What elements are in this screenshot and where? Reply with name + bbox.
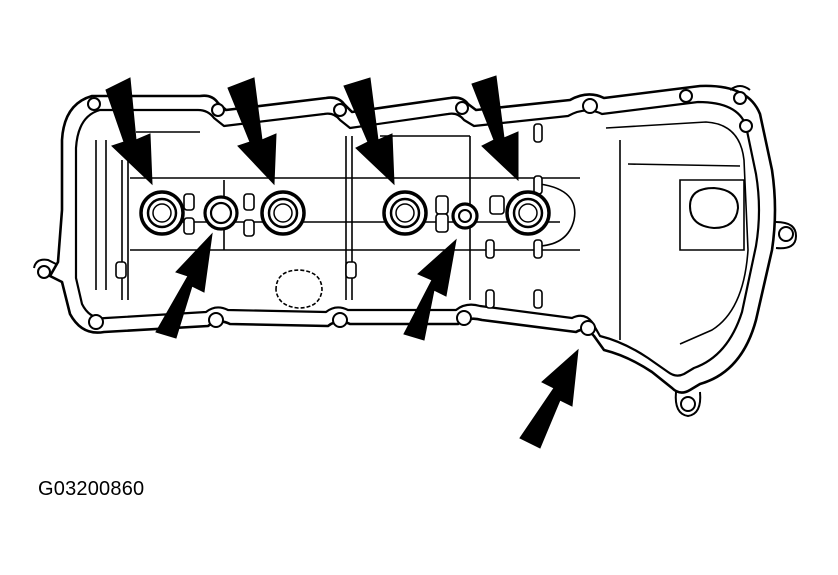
lug [533,289,543,309]
lug [435,213,449,233]
arrow-icon [155,232,213,339]
bolt-hole [778,226,794,242]
spark-plug-tube-seal [260,190,306,236]
bolt-hole [88,314,104,330]
bolt-ear [33,258,57,269]
cover-end-panel [605,121,749,345]
bolt-ear [775,221,798,250]
bolt-hole [455,101,469,115]
figure-id-label: G03200860 [38,478,145,500]
bolt-ear [674,391,702,418]
bolt-hole [456,310,472,326]
bolt-hole [37,265,51,279]
arrow-icon [471,75,519,182]
bolt-hole [332,312,348,328]
pcv-grommet-seal [451,202,479,230]
arrow-icon [519,348,579,449]
bolt-hole [582,98,598,114]
cover-lugs [115,123,543,309]
lug [345,261,357,279]
arrow-icon [343,77,395,186]
lug [533,239,543,259]
lug [183,193,195,211]
spark-plug-tube-seal [382,190,428,236]
oil-fill-opening [679,179,745,251]
gasket-inner-line [74,100,761,377]
lug [485,289,495,309]
lug [435,195,449,215]
spark-plug-tube-seal [139,190,185,236]
arrow-icon [105,77,153,186]
arrow-icon [403,238,457,341]
lug [489,195,505,215]
bolt-hole [211,103,225,117]
lug [115,261,127,279]
cover-boss [275,269,323,309]
lug [485,239,495,259]
gasket-bolt-holes [37,89,794,412]
bolt-ears [33,85,798,418]
bolt-hole [333,103,347,117]
small-tube-seal [203,195,239,231]
callout-arrows [105,75,579,449]
lug [243,219,255,237]
cover-boss [539,183,576,247]
spark-plug-tube-seal [505,190,551,236]
bolt-hole [679,89,693,103]
cover-end-panel [627,163,741,167]
arrow-icon [227,77,277,186]
bolt-hole [739,119,753,133]
seal-rings [139,190,551,236]
lug [243,193,255,211]
bolt-hole [87,97,101,111]
oil-fill-cap [688,186,740,230]
lug [183,217,195,235]
bolt-hole [208,312,224,328]
lug [533,175,543,195]
bolt-ear [729,85,751,91]
bolt-hole [580,320,596,336]
bolt-hole [733,91,747,105]
bolt-hole [680,396,696,412]
lug [533,123,543,143]
